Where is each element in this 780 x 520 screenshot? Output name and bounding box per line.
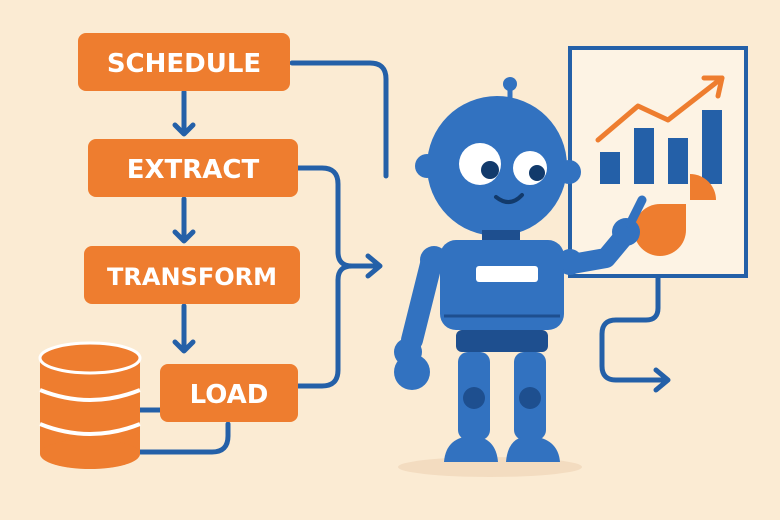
- step-schedule-label: SCHEDULE: [107, 49, 261, 79]
- arrow-icon: [653, 367, 671, 393]
- connector-schedule-robot: [289, 60, 389, 179]
- arrow-icon: [172, 339, 196, 354]
- step-transform-label: TRANSFORM: [107, 263, 277, 291]
- pie-chart-icon: [634, 174, 716, 256]
- connector-board-output: [599, 273, 669, 383]
- connector-load-merge: [295, 263, 355, 389]
- connectors: [137, 60, 671, 455]
- step-transform: TRANSFORM: [84, 246, 300, 304]
- trend-line-icon: [595, 75, 725, 143]
- step-load: LOAD: [160, 364, 298, 422]
- etl-steps: SCHEDULE EXTRACT TRANSFORM LOAD: [78, 33, 300, 422]
- robot-icon: [394, 77, 647, 477]
- step-load-label: LOAD: [190, 380, 269, 410]
- dashboard-board-icon: [568, 46, 748, 278]
- robot-torso: [440, 240, 564, 330]
- arrow-icon: [172, 229, 196, 244]
- step-extract-label: EXTRACT: [127, 155, 260, 185]
- step-schedule: SCHEDULE: [78, 33, 290, 91]
- connector-database-load-lower: [137, 421, 231, 455]
- arrow-icon: [365, 253, 383, 279]
- database-icon: [38, 341, 142, 469]
- step-extract: EXTRACT: [88, 139, 298, 197]
- connector-extract-merge: [295, 165, 355, 269]
- arrow-icon: [172, 122, 196, 137]
- bar-chart-icon: [600, 110, 722, 184]
